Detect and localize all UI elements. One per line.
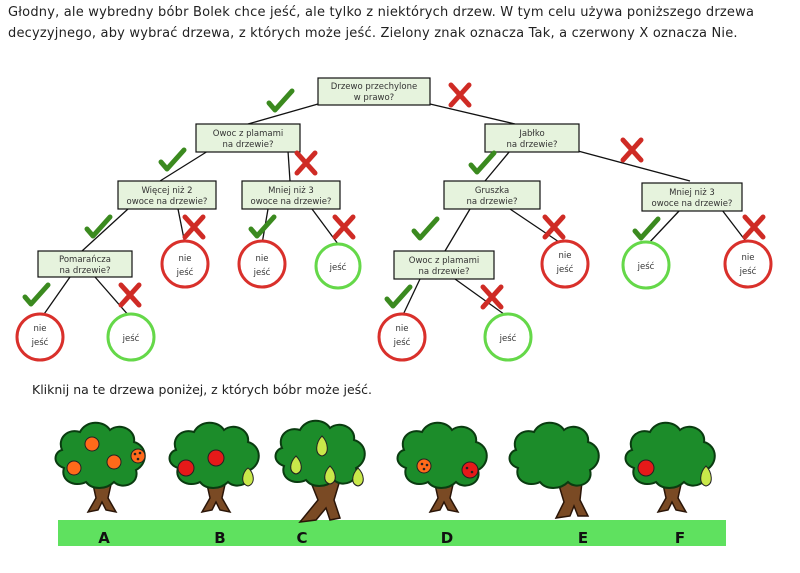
no-x-icon [745, 217, 763, 237]
tree-e[interactable]: E [508, 421, 600, 547]
leaf-nie-6: nie jeść [377, 312, 427, 362]
tree-c[interactable]: C [274, 419, 366, 547]
svg-text:Owoc z plamami: Owoc z plamami [213, 129, 283, 139]
intro-text: Głodny, ale wybredny bóbr Bolek chce jeś… [8, 5, 755, 41]
svg-text:jeść: jeść [31, 337, 49, 348]
yes-check-icon [87, 217, 110, 236]
question-box-1: Drzewo przechylone w prawo? [317, 77, 431, 106]
question-box-6: Gruszka na drzewie? [443, 180, 541, 210]
svg-text:Mniej niż 3: Mniej niż 3 [669, 188, 715, 198]
no-x-icon [297, 153, 315, 173]
no-x-icon [451, 85, 469, 105]
leaf-jesc-3: jeść [106, 312, 156, 362]
yes-check-icon [161, 150, 184, 169]
svg-text:Gruszka: Gruszka [475, 186, 509, 196]
no-x-icon [483, 287, 501, 307]
question-box-8: Pomarańcza na drzewie? [37, 250, 133, 278]
svg-text:A: A [98, 529, 110, 547]
leaf-jesc-2: jeść [621, 240, 671, 290]
leaf-jesc-1: jeść [314, 242, 362, 290]
no-x-icon [335, 217, 353, 237]
question-box-2: Owoc z plamami na drzewie? [195, 123, 301, 153]
svg-text:na drzewie?: na drzewie? [60, 266, 111, 276]
svg-text:nie: nie [396, 324, 409, 334]
question-box-5: Mniej niż 3 owoce na drzewie? [241, 180, 341, 210]
svg-text:jeść: jeść [176, 267, 194, 278]
leaf-nie-5: nie jeść [15, 312, 65, 362]
svg-text:Mniej niż 3: Mniej niż 3 [268, 186, 314, 196]
svg-text:jeść: jeść [556, 264, 574, 275]
svg-text:E: E [578, 529, 588, 547]
yes-check-icon [269, 91, 292, 110]
svg-text:jeść: jeść [499, 333, 517, 344]
question-box-7: Mniej niż 3 owoce na drzewie? [641, 182, 743, 212]
svg-text:jeść: jeść [637, 261, 655, 272]
svg-text:w prawo?: w prawo? [354, 93, 394, 103]
svg-text:Więcej niż 2: Więcej niż 2 [141, 186, 192, 196]
leaf-nie-3: nie jeść [540, 239, 590, 289]
svg-text:jeść: jeść [329, 262, 347, 273]
svg-text:Jabłko: Jabłko [518, 129, 544, 139]
leaf-jesc-4: jeść [483, 312, 533, 362]
svg-text:nie: nie [256, 254, 269, 264]
yes-check-icon [635, 219, 658, 238]
leaf-nie-1: nie jeść [160, 239, 210, 289]
svg-text:D: D [441, 529, 453, 547]
no-x-icon [623, 140, 641, 160]
yes-check-icon [414, 219, 437, 238]
question-box-4: Więcej niż 2 owoce na drzewie? [117, 180, 217, 210]
question-box-3: Jabłko na drzewie? [484, 123, 580, 153]
leaf-nie-4: nie jeść [723, 239, 773, 289]
no-x-icon [121, 285, 139, 305]
yes-check-icon [25, 285, 48, 304]
svg-text:na drzewie?: na drzewie? [223, 140, 274, 150]
instruction-text: Kliknij na te drzewa poniżej, z których … [32, 382, 373, 397]
svg-text:na drzewie?: na drzewie? [467, 197, 518, 207]
svg-text:F: F [675, 529, 685, 547]
svg-text:jeść: jeść [393, 337, 411, 348]
svg-text:Pomarańcza: Pomarańcza [59, 255, 111, 265]
leaf-nie-2: nie jeść [237, 239, 287, 289]
yes-check-icon [387, 287, 410, 306]
svg-text:jeść: jeść [253, 267, 271, 278]
tree-f[interactable]: F [624, 421, 716, 547]
question-box-9: Owoc z plamami na drzewie? [393, 250, 495, 280]
svg-text:na drzewie?: na drzewie? [507, 140, 558, 150]
svg-text:nie: nie [559, 251, 572, 261]
svg-text:nie: nie [742, 253, 755, 263]
no-x-icon [185, 217, 203, 237]
svg-text:nie: nie [179, 254, 192, 264]
tree-d[interactable]: D [396, 421, 488, 547]
svg-text:C: C [296, 529, 307, 547]
svg-text:jeść: jeść [739, 266, 757, 277]
ground-strip [58, 520, 726, 546]
svg-text:nie: nie [34, 324, 47, 334]
svg-text:owoce na drzewie?: owoce na drzewie? [652, 199, 733, 209]
yes-check-icon [471, 153, 494, 172]
svg-text:owoce na drzewie?: owoce na drzewie? [127, 197, 208, 207]
svg-text:Owoc z plamami: Owoc z plamami [409, 256, 479, 266]
svg-text:na drzewie?: na drzewie? [419, 267, 470, 277]
svg-text:owoce na drzewie?: owoce na drzewie? [251, 197, 332, 207]
svg-text:Drzewo przechylone: Drzewo przechylone [331, 82, 417, 92]
tree-b[interactable]: B [168, 421, 260, 547]
no-x-icon [545, 217, 563, 237]
svg-text:jeść: jeść [122, 333, 140, 344]
yes-check-icon [251, 217, 274, 236]
tree-a[interactable]: A [54, 421, 146, 547]
svg-text:B: B [214, 529, 225, 547]
